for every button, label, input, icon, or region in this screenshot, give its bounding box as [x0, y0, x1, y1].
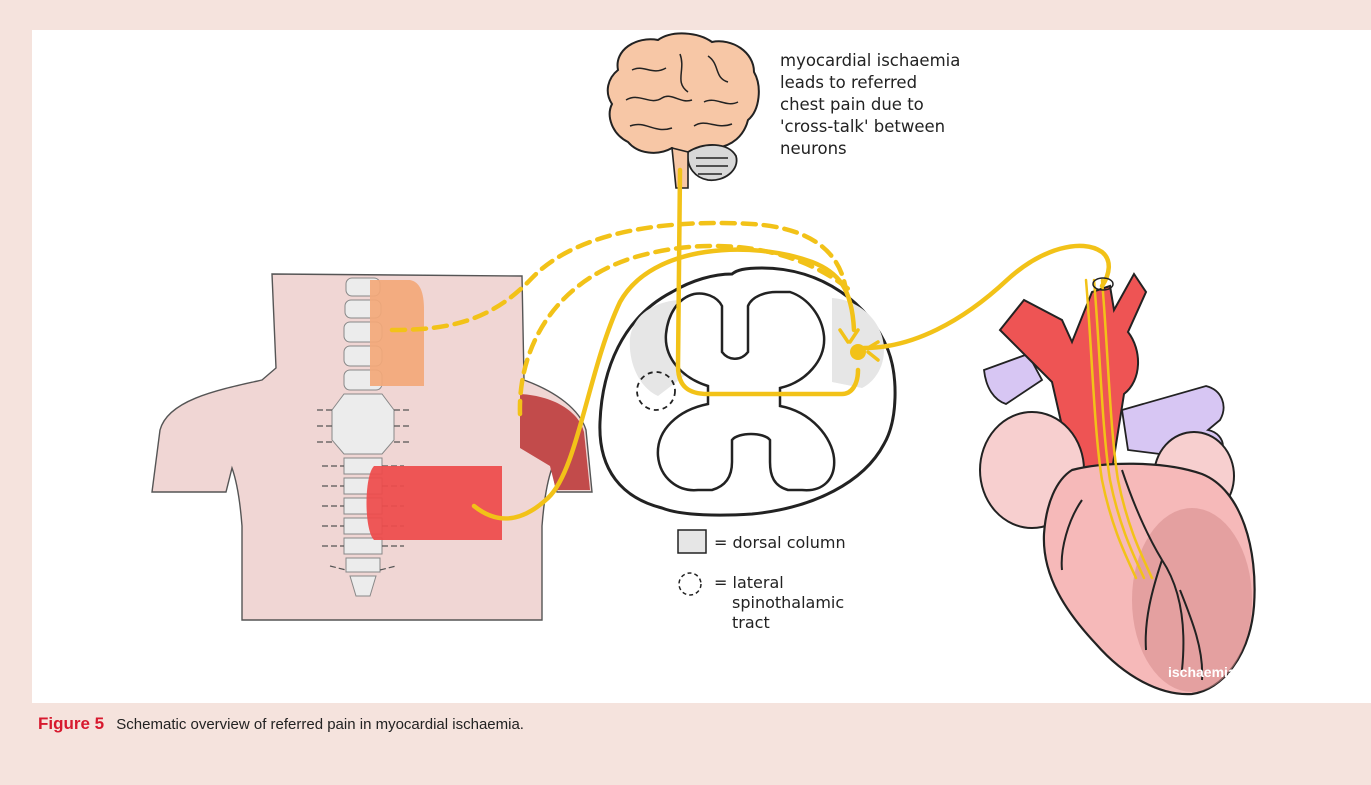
figure-caption: Figure 5 Schematic overview of referred … — [38, 714, 524, 734]
chest-referred-pain-area — [367, 466, 503, 540]
heart — [980, 274, 1255, 694]
cardiac-afferent-pathway — [864, 246, 1109, 348]
caption-text: Schematic overview of referred pain in m… — [116, 716, 524, 733]
referred-pain-diagram: myocardial ischaemia leads to referred c… — [32, 30, 1371, 703]
cerebrum — [608, 33, 759, 153]
legend-lateral-tract-swatch — [679, 573, 701, 595]
legend-dorsal-column-label: = dorsal column — [714, 533, 846, 552]
cerebellum — [688, 145, 737, 180]
figure-label: Figure 5 — [38, 714, 104, 733]
synapse-node — [850, 344, 866, 360]
legend-dorsal-column-swatch — [678, 530, 706, 553]
neck-referred-pain-area — [370, 280, 424, 386]
figure-panel: myocardial ischaemia leads to referred c… — [32, 30, 1371, 703]
brain — [608, 33, 759, 188]
torso — [152, 274, 592, 620]
ischaemia-label: ischaemia — [1168, 664, 1236, 680]
annotation-text: myocardial ischaemia leads to referred c… — [780, 51, 966, 158]
legend-lateral-tract-label: = lateral spinothalamic tract — [714, 573, 849, 632]
